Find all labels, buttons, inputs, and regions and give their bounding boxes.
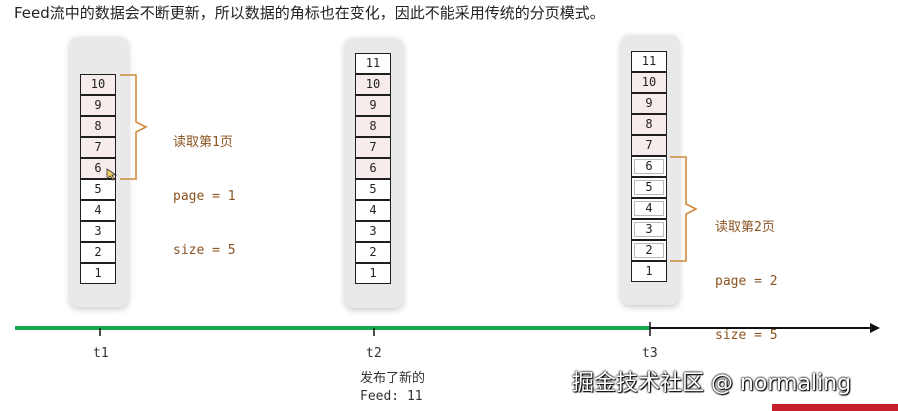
feed-cell: 5 — [631, 177, 667, 198]
feed-cell: 4 — [631, 198, 667, 219]
feed-cell: 8 — [355, 116, 391, 137]
red-corner-banner — [772, 404, 898, 411]
feed-cell: 5 — [355, 179, 391, 200]
watermark: 掘金技术社区 @ normaling — [572, 371, 852, 396]
tick-label-t1: t1 — [93, 346, 109, 361]
feed-cell: 6 — [355, 158, 391, 179]
feed-cell: 8 — [631, 114, 667, 135]
feed-cell: 11 — [355, 53, 391, 74]
feed-cell: 2 — [631, 240, 667, 261]
feed-cell: 10 — [631, 72, 667, 93]
feed-cell: 4 — [80, 200, 116, 221]
feed-cell: 9 — [80, 95, 116, 116]
page-2-page: page = 2 — [715, 274, 778, 289]
page-heading: Feed流中的数据会不断更新，所以数据的角标也在变化，因此不能采用传统的分页模式… — [14, 4, 605, 22]
feed-cell: 7 — [631, 135, 667, 156]
timeline-arrowhead-icon — [870, 323, 880, 333]
page-1-note: 读取第1页 page = 1 size = 5 — [173, 98, 236, 278]
tick-label-t2: t2 — [366, 346, 382, 361]
feed-cell: 2 — [80, 242, 116, 263]
feed-cell: 1 — [355, 263, 391, 284]
feed-cell: 9 — [631, 93, 667, 114]
feed-cell: 3 — [631, 219, 667, 240]
feed-cell: 8 — [80, 116, 116, 137]
page-2-title: 读取第2页 — [715, 220, 775, 235]
feed-cell: 6 — [631, 156, 667, 177]
feed-cell: 5 — [80, 179, 116, 200]
feed-cell: 10 — [80, 74, 116, 95]
feed-cell: 7 — [355, 137, 391, 158]
new-feed-note-line1: 发布了新的 — [360, 371, 426, 386]
page-2-note: 读取第2页 page = 2 size = 5 — [715, 183, 778, 363]
feed-cell: 2 — [355, 242, 391, 263]
page-2-size: size = 5 — [715, 328, 778, 343]
feed-cell: 11 — [631, 51, 667, 72]
feed-cell: 9 — [355, 95, 391, 116]
feed-cell: 4 — [355, 200, 391, 221]
mouse-cursor-icon — [106, 168, 118, 181]
new-feed-note: 发布了新的 Feed: 11 — [360, 370, 425, 406]
feed-cell: 7 — [80, 137, 116, 158]
page-2-brace — [670, 156, 698, 262]
feed-cell: 10 — [355, 74, 391, 95]
new-feed-note-line2: Feed: 11 — [360, 389, 423, 404]
page-1-brace — [120, 74, 148, 180]
feed-cell: 1 — [631, 261, 667, 282]
feed-cell: 3 — [80, 221, 116, 242]
tick-label-t3: t3 — [642, 346, 658, 361]
page-1-page: page = 1 — [173, 189, 236, 204]
page-1-size: size = 5 — [173, 243, 236, 258]
page-1-title: 读取第1页 — [173, 135, 233, 150]
feed-cell: 1 — [80, 263, 116, 284]
feed-cell: 3 — [355, 221, 391, 242]
